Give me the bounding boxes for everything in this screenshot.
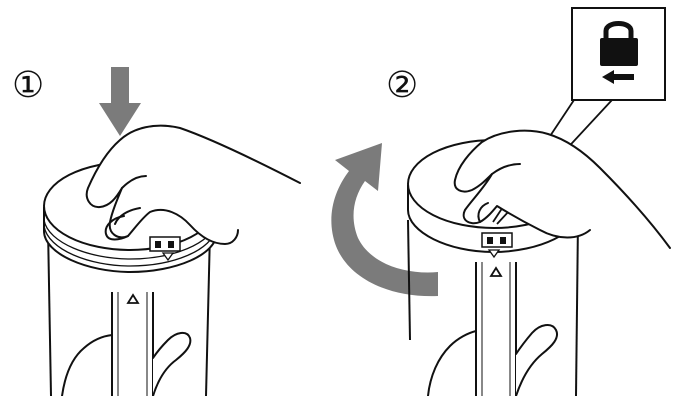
up-triangle-marker — [126, 293, 140, 304]
lock-label-2 — [481, 232, 513, 259]
step-2-number: ② — [386, 65, 419, 106]
down-arrow-icon — [99, 67, 141, 136]
rotating-hand — [453, 129, 671, 249]
container-body-2 — [407, 219, 579, 397]
curved-rotate-arrow-icon — [331, 143, 438, 297]
step-1-illustration — [43, 67, 301, 397]
up-triangle-marker-2 — [489, 266, 503, 277]
lock-callout-box — [571, 7, 666, 101]
holding-hand-2 — [427, 324, 558, 397]
container-body — [47, 227, 211, 397]
step-2-illustration — [331, 7, 671, 397]
holding-hand — [61, 332, 192, 397]
lock-label — [149, 236, 181, 262]
padlock-icon — [600, 21, 638, 66]
left-arrow-icon — [602, 70, 634, 84]
pressing-hand — [85, 124, 301, 245]
step-1-number: ① — [12, 65, 45, 106]
